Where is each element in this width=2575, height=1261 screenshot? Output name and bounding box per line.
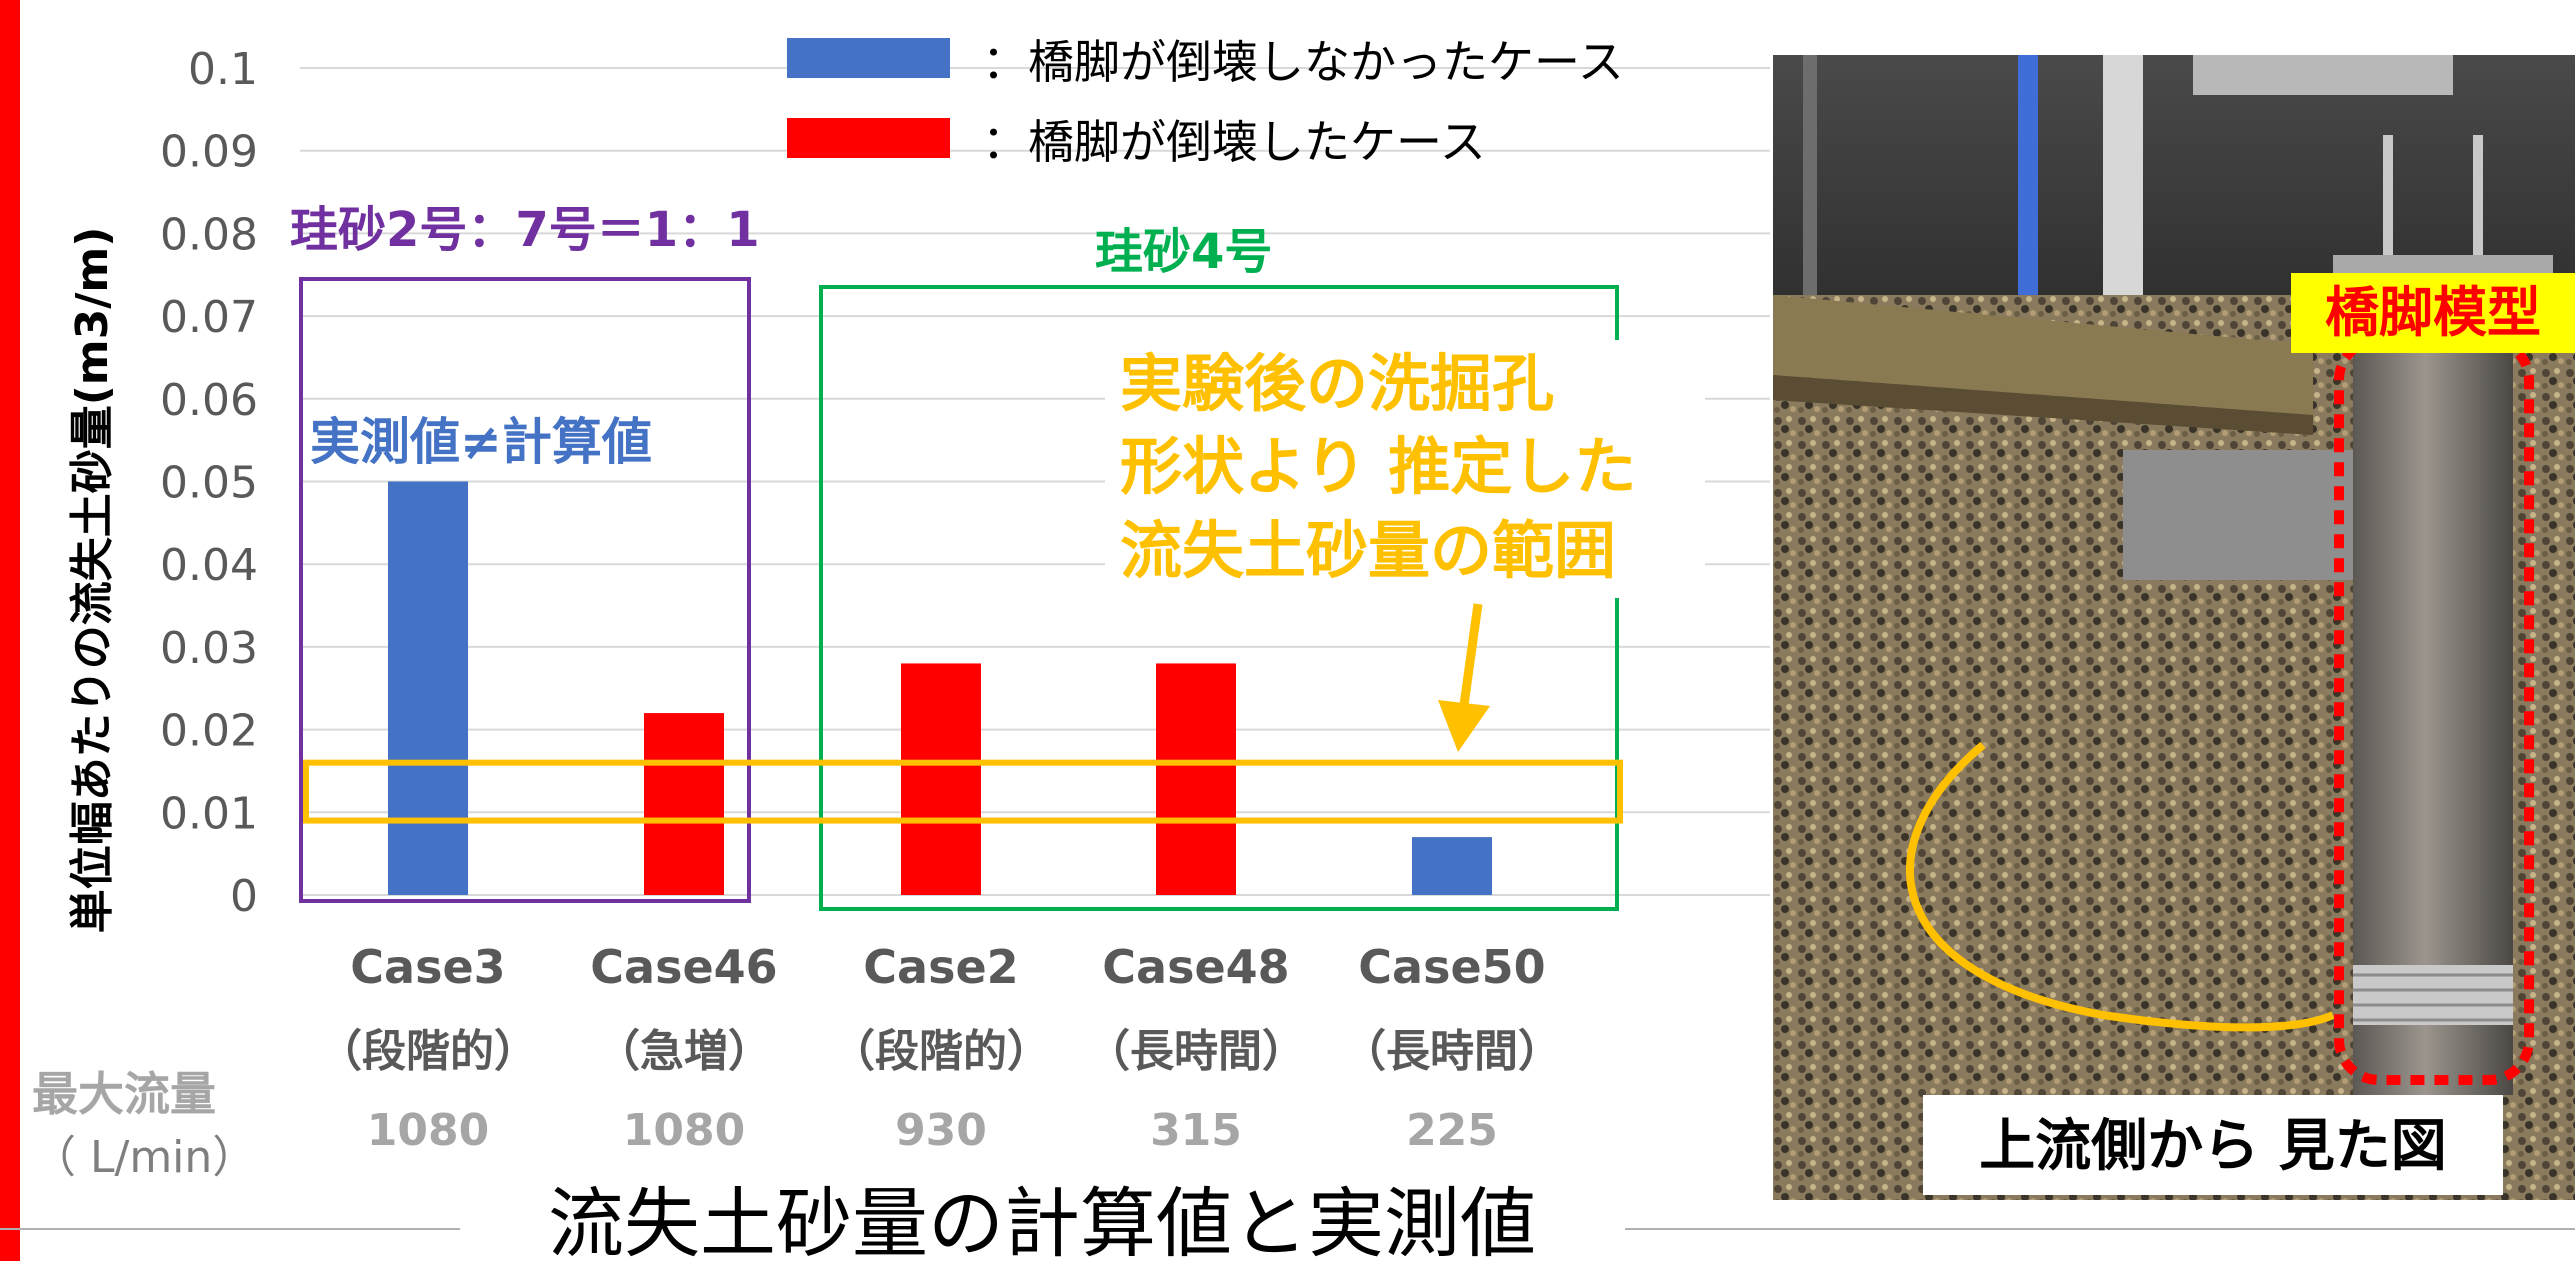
range-annotation-line-1: 実験後の洗掘孔 — [1120, 347, 1554, 420]
bottom-rule-right — [1625, 1228, 2575, 1230]
estimated-range-band — [303, 759, 1623, 824]
max-flow-value: 1080 — [367, 1105, 489, 1156]
x-category-note: （段階的） — [318, 1026, 538, 1077]
pier-tag-background — [2291, 273, 2575, 353]
y-tick-label: 0.04 — [160, 540, 258, 591]
group-label-keisha2-7: 珪砂2号：7号＝1：1 — [290, 202, 760, 258]
bars — [388, 481, 1492, 895]
y-tick-label: 0.02 — [160, 706, 258, 757]
y-axis-ticks: 0 0.01 0.02 0.03 0.04 0.05 0.06 0.07 0.08 0.09 0.1 — [160, 44, 258, 922]
group-label-keisha4: 珪砂4号 — [1095, 224, 1272, 280]
bar-case50 — [1412, 837, 1492, 895]
y-tick-label: 0.08 — [160, 209, 258, 260]
y-tick-label: 0.01 — [160, 788, 258, 839]
range-annotation-line-2: 形状より 推定した — [1120, 430, 1636, 503]
photo-caption: 上流側から 見た図 — [1979, 1114, 2447, 1179]
legend-label-collapsed: ：橋脚が倒壊したケース — [982, 115, 1486, 169]
x-category-label: Case48 — [1102, 940, 1289, 994]
bridge-pier-photo: 橋脚模型 上流側から 見た図 — [1773, 55, 2575, 1200]
chart-title: 流失土砂量の計算値と実測値 — [548, 1179, 1536, 1261]
x-category-note: （長時間） — [1342, 1026, 1562, 1077]
photo-caption-box — [1923, 1095, 2503, 1195]
x-category-label: Case50 — [1358, 940, 1545, 994]
y-axis-title: 単位幅あたりの流失土砂量(m3/m) — [67, 227, 118, 934]
legend-swatch-not-collapsed — [787, 38, 950, 78]
y-tick-label: 0.06 — [160, 375, 258, 426]
legend-swatch-collapsed — [787, 118, 950, 158]
x-category-label: Case2 — [863, 940, 1018, 994]
max-flow-label-line2: （ L/min） — [32, 1132, 256, 1183]
x-category-note: （段階的） — [831, 1026, 1051, 1077]
y-tick-label: 0.1 — [188, 44, 258, 95]
x-category-label: Case46 — [590, 940, 777, 994]
bottom-rule-left — [0, 1228, 460, 1230]
range-annotation-backdrop — [1105, 340, 1705, 598]
y-tick-label: 0.03 — [160, 623, 258, 674]
pier-model-tag: 橋脚模型 — [2325, 281, 2541, 344]
left-red-border — [0, 0, 20, 1261]
group-box-keisha2-7 — [299, 277, 751, 903]
bar-case3 — [388, 481, 468, 895]
max-flow-value: 225 — [1406, 1105, 1498, 1156]
max-flow-value: 315 — [1150, 1105, 1242, 1156]
max-flow-value: 1080 — [623, 1105, 745, 1156]
y-tick-label: 0.09 — [160, 127, 258, 178]
mismatch-annotation: 実測値≠計算値 — [310, 413, 652, 471]
x-axis-labels: Case3 （段階的） 1080 Case46 （急増） 1080 Case2 （段階的） 93… — [318, 940, 1562, 1156]
y-tick-label: 0 — [230, 871, 258, 922]
max-flow-label-line1: 最大流量 — [32, 1067, 216, 1121]
y-tick-label: 0.05 — [160, 458, 258, 509]
bar-case48 — [1156, 663, 1236, 895]
x-category-label: Case3 — [350, 940, 505, 994]
x-category-note: （急増） — [596, 1026, 772, 1077]
legend-label-not-collapsed: ：橋脚が倒壊しなかったケース — [982, 35, 1624, 89]
range-pointer-arrow — [1438, 603, 1490, 752]
x-category-note: （長時間） — [1086, 1026, 1306, 1077]
bar-case46 — [644, 713, 724, 895]
y-tick-label: 0.07 — [160, 292, 258, 343]
range-annotation-line-3: 流失土砂量の範囲 — [1120, 514, 1616, 587]
max-flow-value: 930 — [895, 1105, 987, 1156]
bar-case2 — [901, 663, 981, 895]
